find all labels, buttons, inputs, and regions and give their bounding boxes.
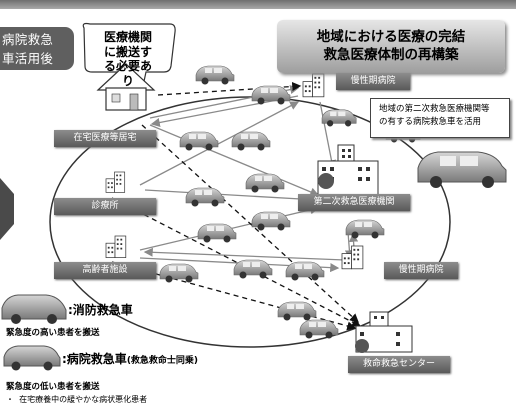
tab-line1: 病院救急 — [2, 32, 54, 47]
legend-hospital-desc: 緊急度の低い患者を搬送 — [6, 382, 100, 392]
title-box: 地域における医療の完結 救急医療体制の再構築 — [277, 20, 505, 73]
bubble-line3: る必要あ — [103, 59, 152, 73]
speech-bubble — [82, 22, 176, 102]
top-bar — [0, 0, 516, 9]
callout-line2: の有する病院救急車を活用 — [379, 117, 482, 127]
bubble-line1: 医療機関 — [103, 30, 152, 44]
chevron-arrow-icon — [0, 178, 14, 240]
legend-hospital-name: :病院救急車 — [62, 352, 127, 366]
critical-care-building-icon — [355, 311, 413, 353]
legend-hospital-note: (救急救命士同乗) — [126, 356, 199, 366]
legend-fire-car-icon — [1, 294, 67, 324]
node-label-secondary: 第二次救急医療機関 — [298, 194, 410, 211]
secondary-hospital-icon — [317, 144, 379, 196]
bullet-dot: ・ — [6, 395, 20, 404]
bubble-line2: に搬送す — [103, 44, 152, 59]
node-label-clinic: 診療所 — [54, 198, 156, 215]
node-label-chronic-top: 慢性期病院 — [336, 73, 410, 90]
node-label-chronic: 慢性期病院 — [384, 262, 458, 279]
legend-fire-label: :消防救急車 — [68, 303, 133, 317]
fire-ambulance-icon — [417, 151, 507, 188]
callout-box: 地域の第二次救急医療機関等 の有する病院救急車を活用 — [370, 98, 510, 138]
chronic-hospital-top-icon — [302, 73, 325, 98]
region-ellipse — [49, 96, 451, 348]
title-line2: 救急医療体制の再構築 — [323, 47, 459, 63]
legend-fire-desc: 緊急度の高い患者を搬送 — [6, 328, 100, 338]
node-label-home: 在宅医療等居宅 — [54, 130, 156, 147]
speech-bubble-text: 医療機関 に搬送す る必要あ り — [83, 30, 173, 88]
section-tab: 病院救急 車活用後 — [0, 27, 74, 70]
bubble-line4: り — [121, 73, 134, 88]
clinic-building-icon — [105, 171, 126, 193]
callout-line1: 地域の第二次救急医療機関等 — [379, 104, 490, 114]
node-label-critical: 救命救急センター — [348, 356, 450, 373]
node-label-elderly: 高齢者施設 — [54, 262, 156, 279]
legend-bullet: ・ 在宅療養中の緩やかな病状悪化患者 — [6, 394, 147, 405]
house-icon — [96, 63, 156, 111]
elderly-facility-icon — [105, 235, 127, 259]
legend-hospital-car-icon — [3, 345, 61, 371]
tab-line2: 車活用後 — [2, 51, 54, 66]
chronic-hospital-icon — [341, 245, 364, 270]
legend-hospital-label: :病院救急車(救急救命士同乗) — [62, 350, 198, 367]
bullet-text: 在宅療養中の緩やかな病状悪化患者 — [19, 395, 148, 404]
title-line1: 地域における医療の完結 — [316, 29, 466, 45]
